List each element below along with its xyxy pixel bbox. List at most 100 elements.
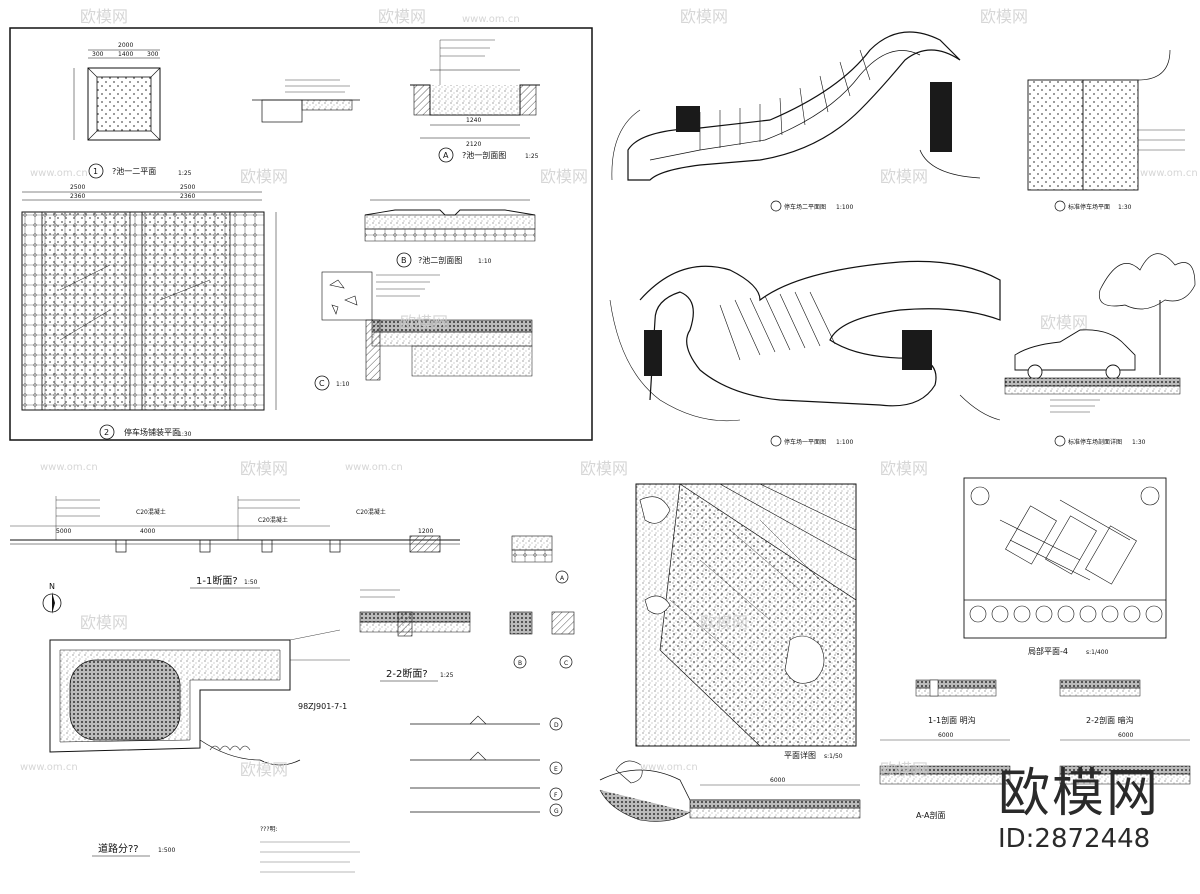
svg-text:1:25: 1:25 [440, 672, 454, 679]
road-profiles: D E F G [410, 715, 563, 817]
dim-2000: 2000 [118, 42, 133, 49]
svg-text:2500: 2500 [70, 184, 85, 191]
svg-text:6000: 6000 [1118, 732, 1133, 739]
sec-aa: A-A剖面 [916, 810, 945, 820]
small-section-1 [252, 79, 360, 123]
watermark-brand: 欧模网 [700, 613, 748, 632]
watermark-brand: 欧模网 [980, 7, 1028, 26]
section-c-drawing: C 1:10 [314, 271, 533, 391]
std-plan-title: 标准停车场平面 [1068, 203, 1110, 211]
watermark-brand: 欧模网 [880, 459, 928, 478]
standard-parking-plan: 标准停车场平面 1:30 [1027, 49, 1185, 212]
svg-text:F: F [554, 792, 558, 799]
svg-text:2: 2 [104, 428, 109, 437]
watermark-brand: 欧模网 [240, 459, 288, 478]
svg-text:B: B [401, 256, 407, 265]
plan2-lot-title: 停车场二平面图 [784, 203, 826, 211]
detail-a-small: A [511, 535, 569, 584]
local-plan-4: 局部平面-4 s:1/400 [963, 477, 1167, 656]
parking-lot-1-plan: 停车场一平面图 1:100 [609, 260, 1001, 447]
svg-text:6000: 6000 [770, 777, 785, 784]
plan1-title: ?池一二平面 [112, 166, 156, 176]
watermark-brand: 欧模网 [240, 760, 288, 779]
callout-b [396, 252, 412, 268]
callout-2 [99, 424, 115, 440]
parking-lot-2-plan: 停车场二平面图 1:100 [611, 31, 981, 212]
watermark-url: www.om.cn [40, 462, 98, 473]
watermark-brand: 欧模网 [540, 167, 588, 186]
watermarks: 欧模网 欧模网 欧模网 欧模网 欧模网 欧模网 欧模网 欧模网 欧模网 欧模网 … [20, 7, 1198, 779]
svg-text:B: B [518, 660, 522, 667]
svg-text:1:30: 1:30 [178, 431, 192, 438]
callout-a [438, 147, 454, 163]
dim-2120: 2120 [466, 141, 481, 148]
svg-text:1:30: 1:30 [1132, 439, 1146, 446]
dim-300b: 300 [147, 51, 159, 58]
svg-text:1:500: 1:500 [158, 847, 175, 854]
svg-text:1200: 1200 [418, 528, 433, 535]
svg-text:1:100: 1:100 [836, 204, 853, 211]
svg-text:1:25: 1:25 [178, 170, 192, 177]
car-wheel [1027, 364, 1043, 380]
panel-a-frame [9, 27, 593, 441]
svg-text:s:1/400: s:1/400 [1086, 649, 1109, 656]
notes-title: ???明: [260, 826, 278, 833]
watermark-brand: 欧模网 [880, 760, 928, 779]
drain-sections: 1-1剖面 明沟 2-2剖面 暗沟 [915, 679, 1141, 725]
svg-text:1:100: 1:100 [836, 439, 853, 446]
svg-text:D: D [554, 722, 559, 729]
svg-text:4000: 4000 [140, 528, 155, 535]
watermark-url: www.om.cn [640, 762, 698, 773]
road-title: 道路分?? [98, 842, 139, 855]
svg-text:2360: 2360 [70, 193, 85, 200]
tree-pool [69, 659, 181, 741]
plan1-lot-title: 停车场一平面图 [784, 438, 826, 446]
svg-text:6000: 6000 [938, 732, 953, 739]
bottom-sections: 6000 6000 A-A剖面 6000 [599, 732, 1191, 822]
svg-text:N: N [49, 582, 55, 591]
note-ref: 98ZJ901-7-1 [298, 702, 347, 711]
svg-text:5000: 5000 [56, 528, 71, 535]
svg-text:E: E [554, 766, 558, 773]
svg-text:A: A [560, 575, 565, 582]
tree-canopy [1098, 253, 1196, 310]
svg-text:G: G [554, 808, 559, 815]
road-layout-plan: 98ZJ901-7-1 道路分?? 1:500 ???明: [49, 629, 360, 873]
parking-paving-plan: 2500 2360 2500 2360 2 停车场铺装平面 1:30 [21, 184, 277, 440]
hatched-block [676, 106, 700, 132]
std-sec-title: 标准停车场剖面详图 [1068, 438, 1122, 446]
watermark-url: www.om.cn [345, 462, 403, 473]
svg-text:1:30: 1:30 [1118, 204, 1132, 211]
watermark-brand: 欧模网 [400, 313, 448, 332]
brand-logo: 欧模网 [997, 764, 1160, 824]
tree-row [969, 486, 1163, 623]
watermark-brand: 欧模网 [80, 7, 128, 26]
car-wheel-2 [1105, 364, 1121, 380]
watermark-brand: 欧模网 [80, 613, 128, 632]
standard-parking-section: 标准停车场剖面详图 1:30 [1004, 253, 1196, 447]
north-arrow: N [42, 582, 62, 614]
brand-id: ID:2872448 [997, 824, 1151, 854]
panel-c: C20混凝土 C20混凝土 C20混凝土 4000 5000 1200 1-1断… [10, 496, 575, 873]
section-a-drawing: 1240 2120 A ?池一剖面图 1:25 [410, 39, 540, 163]
detail-title: 平面详图 [784, 750, 816, 760]
svg-text:C: C [564, 660, 568, 667]
hatched-block-3 [644, 330, 662, 376]
tree-pit-plan: 2000 300 1400 300 1 ?池一二平面 1:25 [73, 42, 192, 179]
dim-1400: 1400 [118, 51, 133, 58]
svg-text:1:50: 1:50 [244, 579, 258, 586]
svg-text:A: A [443, 151, 449, 160]
hatched-block-4 [902, 330, 932, 370]
svg-text:2360: 2360 [180, 193, 195, 200]
watermark-url: www.om.cn [462, 14, 520, 25]
panel-a: 2000 300 1400 300 1 ?池一二平面 1:25 124 [9, 27, 593, 441]
svg-text:1: 1 [93, 167, 98, 176]
callout-c [314, 375, 330, 391]
watermark-url: www.om.cn [1140, 168, 1198, 179]
secB-title: ?池二剖面图 [418, 255, 462, 265]
sec22-title: 2-2断面? [386, 667, 428, 680]
svg-text:1:25: 1:25 [525, 153, 539, 160]
watermark-url: www.om.cn [30, 168, 88, 179]
svg-text:C: C [319, 379, 325, 388]
